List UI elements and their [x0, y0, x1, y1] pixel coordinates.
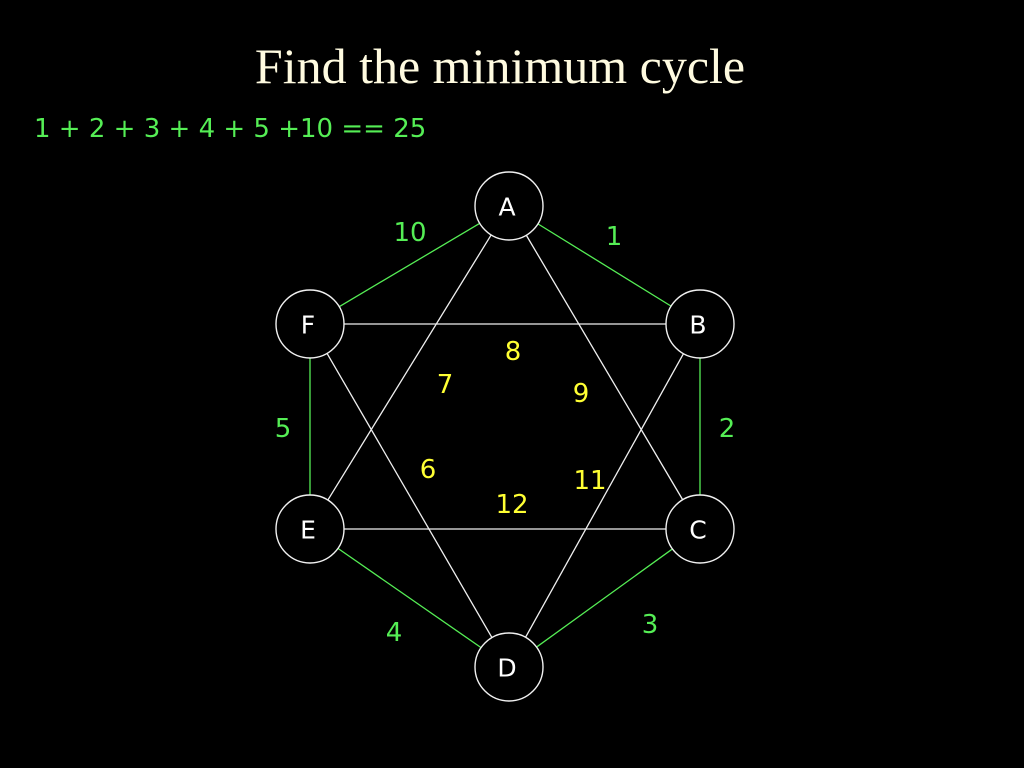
- edge-a-c: [525, 234, 684, 501]
- edge-f-a: [338, 222, 481, 308]
- node-circle-d: [474, 632, 544, 702]
- node-circle-a: [474, 171, 544, 241]
- edge-a-e: [327, 234, 492, 501]
- edge-weight-a-b: 1: [606, 222, 623, 252]
- node-label-c: C: [689, 516, 706, 545]
- edge-weight-a-e: 7: [437, 370, 454, 400]
- node-circle-b: [665, 289, 735, 359]
- node-label-b: B: [689, 311, 706, 340]
- edge-weight-f-d: 6: [420, 455, 437, 485]
- slide-title: Find the minimum cycle: [254, 38, 746, 94]
- node-label-e: E: [300, 516, 316, 545]
- node-b: B: [665, 289, 735, 359]
- node-a: A: [474, 171, 544, 241]
- edge-weight-b-d: 11: [573, 466, 606, 496]
- node-c: C: [665, 494, 735, 564]
- edge-weight-f-a: 10: [393, 218, 426, 248]
- edge-weight-e-c: 12: [495, 490, 528, 520]
- node-circle-f: [275, 289, 345, 359]
- edge-weight-b-c: 2: [719, 414, 736, 444]
- node-circle-c: [665, 494, 735, 564]
- node-label-f: F: [301, 311, 315, 340]
- edge-weight-a-c: 9: [573, 379, 590, 409]
- edge-b-d: [524, 353, 685, 638]
- edge-a-b: [537, 223, 672, 307]
- edge-weight-c-d: 3: [642, 610, 659, 640]
- edge-d-e: [337, 547, 482, 649]
- node-d: D: [474, 632, 544, 702]
- nodes-layer: A B C D E F: [275, 171, 735, 702]
- node-circle-e: [275, 494, 345, 564]
- node-label-d: D: [497, 654, 516, 683]
- node-label-a: A: [498, 193, 515, 222]
- edge-f-d: [326, 353, 493, 638]
- node-f: F: [275, 289, 345, 359]
- edge-weight-f-b: 8: [505, 337, 522, 367]
- node-e: E: [275, 494, 345, 564]
- edge-c-d: [536, 548, 673, 648]
- edges-layer: [309, 222, 701, 649]
- edge-weight-e-f: 5: [275, 414, 292, 444]
- edge-weight-d-e: 4: [386, 618, 403, 648]
- cycle-sum-equation: 1 + 2 + 3 + 4 + 5 +10 == 25: [34, 114, 427, 144]
